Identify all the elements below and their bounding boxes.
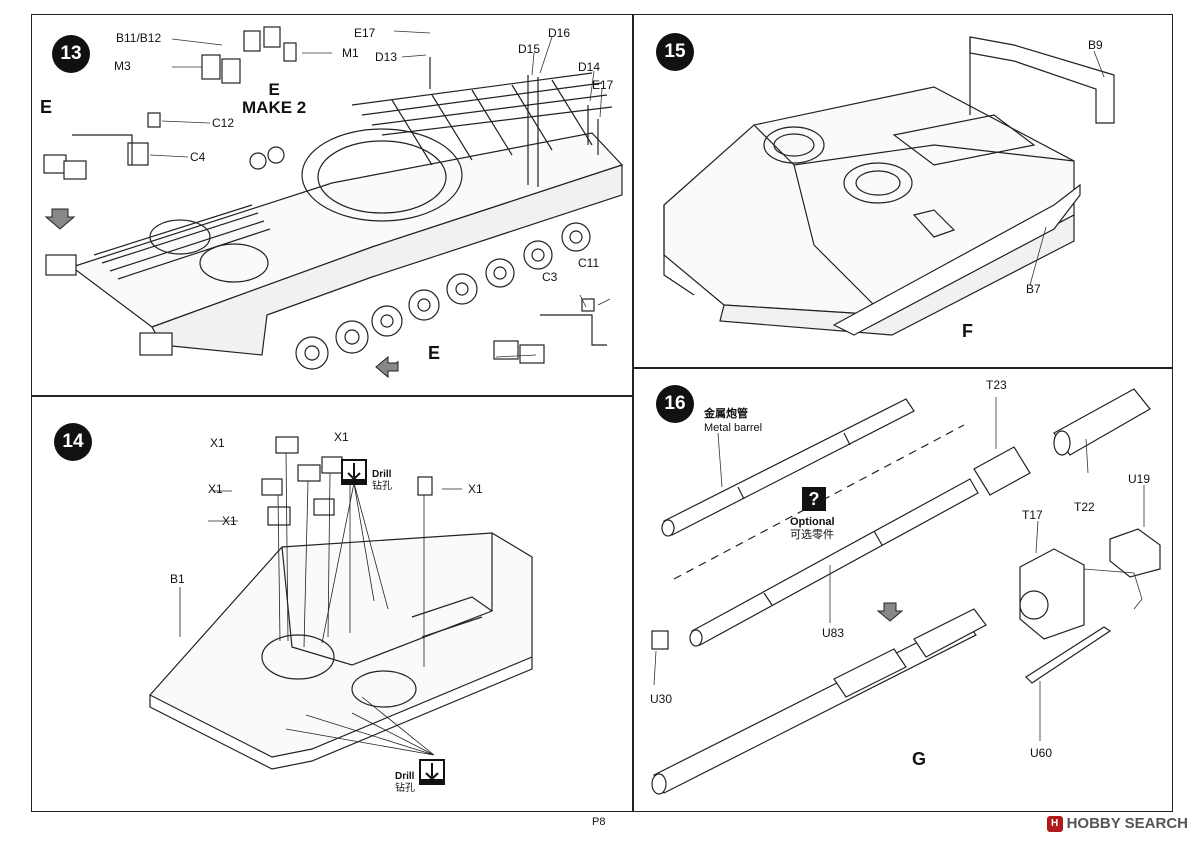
make-quantity: MAKE 2 [242,98,307,117]
label-u30: U30 [650,692,673,706]
label-d14: D14 [578,60,601,74]
label-e17-top: E17 [354,26,376,40]
label-e17-right: E17 [592,78,614,92]
make-2-label: E MAKE 2 [242,81,306,117]
metal-barrel-label-en: Metal barrel [704,422,763,434]
watermark-text: HOBBY SEARCH [1066,815,1188,832]
label-b1: B1 [170,572,185,586]
label-c11: C11 [578,256,600,270]
hobby-search-logo-icon: H [1046,815,1063,832]
label-g: G [912,749,927,769]
label-c12: C12 [212,116,235,130]
label-t22: T22 [1074,500,1095,514]
hull-interior-drawing [149,436,533,770]
label-x1-d: X1 [468,482,483,496]
label-d16: D16 [548,26,571,40]
drill-icon-bottom [419,759,445,785]
label-c3: C3 [542,270,558,284]
label-d15: D15 [518,42,541,56]
label-b9: B9 [1088,38,1103,52]
gun-barrel-drawing [651,388,1161,795]
drill-label-bottom-cn: 钻孔 [395,783,415,794]
drill-label-top-cn: 钻孔 [372,481,392,492]
optional-label-cn: 可选零件 [790,529,834,541]
label-x1-a: X1 [210,436,225,450]
label-e-left: E [40,97,53,117]
step-14-number: 14 [54,423,92,461]
label-d13: D13 [375,50,398,64]
hull-assembly-drawing [43,26,624,379]
label-c4: C4 [190,150,206,164]
watermark: H HOBBY SEARCH [1046,815,1188,832]
metal-barrel-label-cn: 金属炮管 [704,408,748,420]
step-13-panel: 13 E MAKE 2 B11/B12 M1 M3 E17 D13 D15 D1… [31,14,633,396]
step-14-panel: 14 X1 X1 X1 X1 X1 B1 Drill 钻孔 Drill 钻孔 [31,396,633,812]
step-15-number: 15 [656,33,694,71]
label-x1-b: X1 [334,430,349,444]
step-15-panel: 15 B9 B7 F [633,14,1173,368]
drill-icon-top [341,459,367,485]
label-b7: B7 [1026,282,1041,296]
label-b11-b12: B11/B12 [116,31,162,45]
turret-hull-drawing [663,36,1115,336]
label-m3: M3 [114,59,131,73]
label-t23: T23 [986,378,1007,392]
step-16-number: 16 [656,385,694,423]
label-x1-c: X1 [208,482,223,496]
label-f: F [962,321,973,341]
label-e-bottom: E [428,343,441,363]
label-u83: U83 [822,626,845,640]
page-number: P8 [592,816,606,828]
step-13-number: 13 [52,35,90,73]
label-u19: U19 [1128,472,1151,486]
optional-label-en: Optional [790,516,835,528]
label-t17: T17 [1022,508,1043,522]
drill-label-top-en: Drill [372,469,392,480]
label-x1-e: X1 [222,514,237,528]
label-u60: U60 [1030,746,1053,760]
optional-part-icon: ? [802,487,826,511]
make-part-e: E [268,80,280,99]
label-m1: M1 [342,46,359,60]
step-16-panel: 16 金属炮管 Metal barrel ? Optional 可选零件 T23… [633,368,1173,812]
drill-label-bottom-en: Drill [395,771,415,782]
